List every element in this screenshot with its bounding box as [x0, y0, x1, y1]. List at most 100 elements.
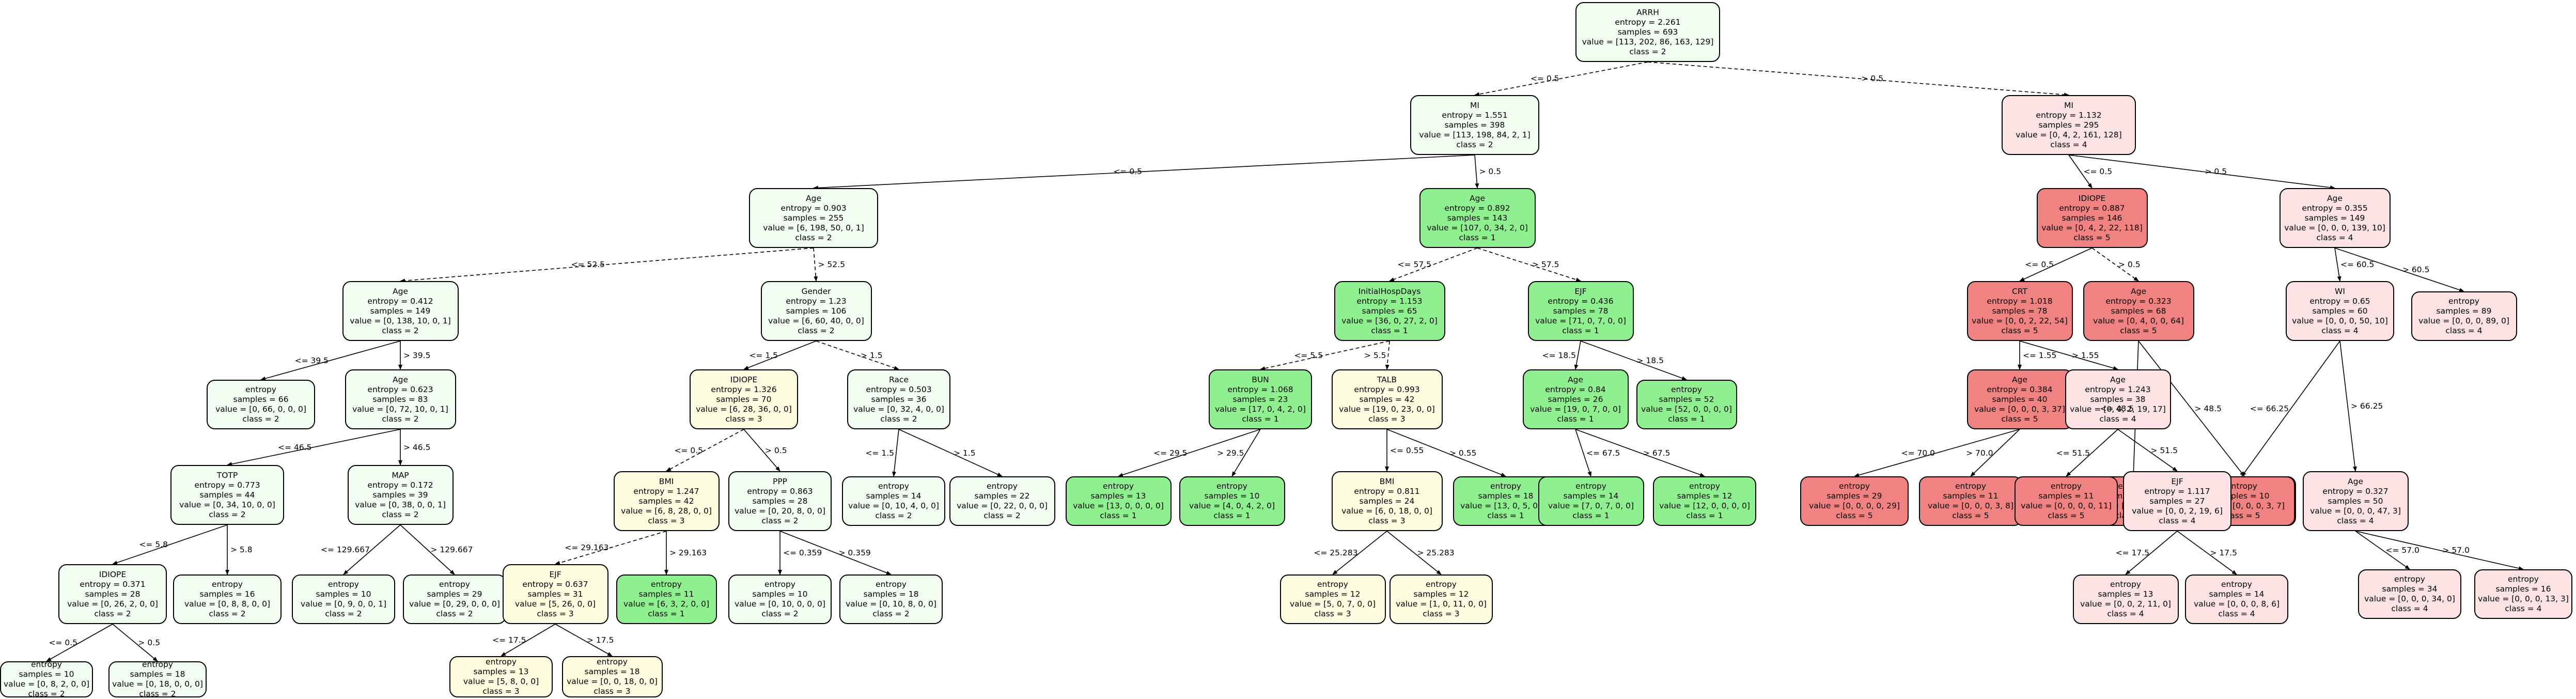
node-text-line: class = 2 — [795, 232, 832, 242]
node-text-line: samples = 23 — [1232, 394, 1288, 404]
tree-edge-n24-n43 — [2066, 429, 2118, 477]
node-text-line: entropy = 0.623 — [367, 384, 433, 394]
edge-label-n47-n60: > 0.5 — [138, 638, 161, 647]
edge-label-n30-n50: > 129.667 — [430, 545, 473, 554]
node-text-line: value = [6, 60, 40, 0, 0] — [768, 316, 864, 325]
node-text-line: WI — [2335, 286, 2345, 296]
node-text-line: value = [0, 10, 8, 0, 0] — [846, 599, 936, 609]
node-text-line: Age — [1568, 375, 1583, 384]
node-text-line: entropy — [2221, 580, 2252, 589]
node-text-line: value = [1, 0, 11, 0, 0] — [1396, 599, 1487, 609]
node-text-line: entropy — [142, 660, 173, 669]
edge-label-n21-n39: <= 67.5 — [1586, 448, 1620, 458]
node-text-line: entropy = 1.23 — [786, 296, 847, 306]
node-text-line: class = 1 — [1100, 511, 1137, 520]
node-text-line: samples = 10 — [752, 589, 808, 599]
edge-label-n19-n36: > 29.5 — [1217, 448, 1244, 458]
node-text-line: samples = 12 — [1413, 589, 1469, 599]
tree-edge-n9-n20 — [1385, 340, 1390, 370]
node-text-line: entropy — [1839, 481, 1870, 491]
node-text-line: value = [19, 0, 7, 0, 0] — [1530, 404, 1621, 414]
node-text-line: value = [113, 202, 86, 163, 129] — [1582, 37, 1714, 46]
tree-edge-n1-n3 — [813, 154, 1475, 190]
node-text-line: class = 5 — [2048, 511, 2085, 520]
node-text-line: entropy — [2394, 574, 2425, 584]
tree-edge-n44-n58 — [2177, 531, 2237, 575]
tree-edge-n19-n36 — [1231, 429, 1261, 477]
node-text-line: class = 2 — [382, 325, 419, 335]
node-text-line: entropy = 0.172 — [367, 480, 433, 490]
node-text-line: value = [0, 0, 0, 13, 3] — [2478, 594, 2569, 603]
node-text-line: class = 1 — [648, 609, 685, 618]
node-text-line: samples = 26 — [1548, 394, 1603, 404]
node-text-line: value = [5, 8, 0, 0] — [463, 677, 539, 686]
node-text-line: entropy = 1.153 — [1356, 296, 1423, 306]
node-text-line: entropy — [764, 580, 795, 589]
node-text-line: value = [6, 28, 36, 0, 0] — [696, 404, 792, 414]
node-text-line: class = 4 — [2099, 414, 2136, 424]
node-text-line: samples = 34 — [2382, 584, 2438, 594]
node-text-line: value = [0, 0, 2, 19, 17] — [2070, 404, 2166, 414]
node-text-line: value = [7, 0, 7, 0, 0] — [1548, 501, 1634, 510]
node-text-line: samples = 60 — [2312, 306, 2368, 316]
node-text-line: entropy — [1689, 481, 1720, 491]
node-text-line: EJF — [1574, 286, 1587, 296]
node-text-line: entropy — [1575, 481, 1606, 491]
edge-label-n1-n4: > 0.5 — [1479, 167, 1502, 176]
edge-label-n5-n12: > 0.5 — [2118, 260, 2141, 269]
node-text-line: Race — [889, 375, 909, 384]
node-text-line: samples = 68 — [2111, 306, 2166, 316]
edge-label-n17-n32: > 0.5 — [765, 445, 787, 455]
node-text-line: class = 2 — [242, 414, 279, 424]
node-text-line: entropy — [651, 580, 682, 589]
node-text-line: value = [0, 0, 0, 139, 10] — [2284, 223, 2385, 232]
node-text-line: class = 4 — [2159, 516, 2196, 525]
node-text-line: samples = 28 — [752, 496, 808, 506]
tree-edge-n8-n17 — [743, 340, 817, 370]
node-text-line: value = [0, 29, 0, 0, 0] — [409, 599, 500, 609]
edge-label-n16-n29: <= 46.5 — [278, 442, 312, 452]
tree-edge-n17-n32 — [743, 429, 780, 472]
node-text-line: value = [0, 0, 2, 22, 54] — [1972, 316, 2068, 325]
node-text-line: value = [0, 0, 0, 47, 3] — [2310, 506, 2401, 516]
node-text-line: value = [0, 0, 0, 89, 0] — [2418, 316, 2509, 325]
node-text-line: Age — [806, 193, 821, 203]
edge-label-n4-n9: <= 57.5 — [1397, 260, 1431, 269]
node-text-line: samples = 27 — [2149, 496, 2205, 506]
node-text-line: entropy = 0.503 — [866, 384, 932, 394]
tree-edge-n4-n9 — [1389, 247, 1478, 282]
tree-edge-n6-n14 — [2334, 247, 2464, 292]
node-text-line: entropy = 0.903 — [780, 203, 847, 213]
edge-label-n23-n42: > 70.0 — [1966, 448, 1993, 458]
node-text-line: value = [113, 198, 84, 2, 1] — [1419, 130, 1531, 139]
node-text-line: entropy — [1955, 481, 1986, 491]
tree-edge-n5-n12 — [2091, 247, 2139, 282]
edge-label-n16-n30: > 46.5 — [403, 442, 431, 452]
node-text-line: value = [6, 8, 28, 0, 0] — [621, 506, 712, 516]
node-text-line: entropy = 0.892 — [1444, 203, 1510, 213]
node-text-line: class = 2 — [209, 509, 246, 519]
node-text-line: entropy — [212, 580, 243, 589]
node-text-line: entropy — [1103, 481, 1134, 491]
node-text-line: entropy = 0.355 — [2302, 203, 2368, 213]
node-text-line: value = [13, 0, 0, 0, 0] — [1073, 501, 1164, 510]
edge-label-n51-n62: > 17.5 — [587, 635, 614, 645]
node-text-line: entropy = 0.863 — [747, 486, 813, 496]
node-text-line: value = [0, 0, 0, 50, 10] — [2292, 316, 2388, 325]
tree-edge-n21-n39 — [1575, 429, 1591, 477]
node-text-line: entropy — [1671, 385, 1702, 394]
node-text-line: value = [71, 0, 7, 0, 0] — [1535, 316, 1626, 325]
node-text-line: samples = 36 — [871, 394, 927, 404]
node-text-line: value = [19, 0, 23, 0, 0] — [1339, 404, 1435, 414]
edge-label-n0-n2: > 0.5 — [1861, 74, 1884, 83]
